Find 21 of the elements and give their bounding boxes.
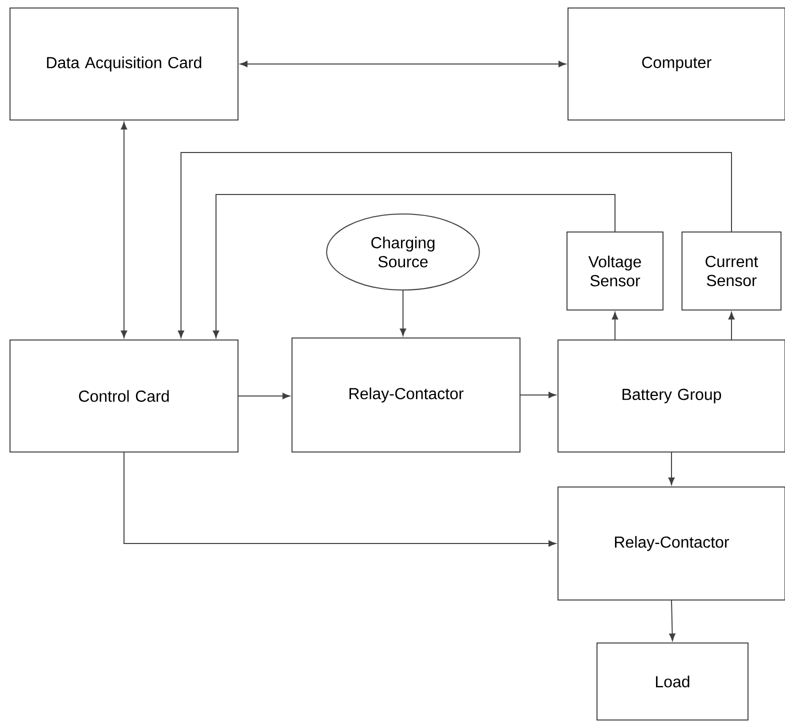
process-box: Load bbox=[596, 642, 748, 720]
process-box: Computer bbox=[568, 8, 785, 120]
sensor-box: Voltage Sensor bbox=[566, 232, 664, 310]
process-box: Control Card bbox=[10, 340, 238, 452]
process-box: Battery Group bbox=[558, 340, 785, 452]
arrow bbox=[400, 290, 406, 336]
process-box: Relay-Contactor bbox=[558, 486, 785, 600]
arrow bbox=[669, 600, 676, 641]
arrow bbox=[124, 452, 556, 547]
arrow bbox=[178, 152, 732, 338]
arrow bbox=[120, 122, 128, 338]
sensor-box: Current Sensor bbox=[682, 232, 782, 310]
arrow bbox=[612, 312, 618, 340]
arrow bbox=[238, 392, 290, 400]
arrow bbox=[728, 312, 735, 340]
process-box: Relay-Contactor bbox=[292, 338, 520, 452]
arrow bbox=[240, 60, 566, 68]
arrow bbox=[668, 452, 675, 485]
arrow bbox=[212, 194, 616, 338]
arrow bbox=[520, 392, 556, 398]
process-box: Data Acquisition Card bbox=[10, 8, 238, 120]
